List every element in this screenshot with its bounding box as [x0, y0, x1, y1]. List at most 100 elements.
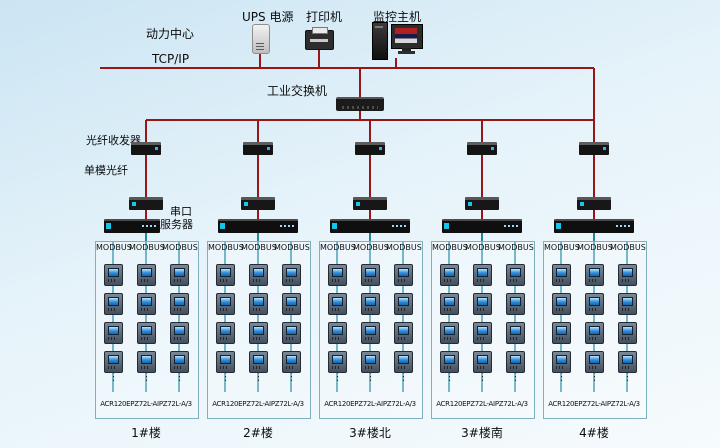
meter-icon	[137, 322, 156, 344]
meter-icon	[618, 264, 637, 286]
ups-label: UPS 电源	[242, 10, 294, 24]
fiber-transceiver-icon	[131, 142, 161, 155]
more-devices-dots: ⋮	[332, 370, 343, 383]
modbus-label: MODBUS	[465, 243, 501, 252]
serial-server-icon	[104, 219, 160, 233]
more-devices-dots: ⋮	[253, 370, 264, 383]
more-devices-dots: ⋮	[622, 370, 633, 383]
building-label: 3#楼北	[349, 426, 391, 440]
serial-server-label-line2: 服务器	[160, 218, 193, 231]
meter-icon	[137, 264, 156, 286]
single-mode-fiber-label: 单模光纤	[84, 164, 128, 177]
meter-icon	[361, 351, 380, 373]
serial-server-label-line1: 串口	[170, 205, 192, 218]
meter-icon	[170, 293, 189, 315]
meter-icon	[249, 351, 268, 373]
meter-icon	[394, 351, 413, 373]
more-devices-dots: ⋮	[398, 370, 409, 383]
meter-icon	[104, 293, 123, 315]
more-devices-dots: ⋮	[510, 370, 521, 383]
fiber-transceiver-icon	[353, 197, 387, 210]
more-devices-dots: ⋮	[365, 370, 376, 383]
computer-tower-icon	[372, 22, 388, 60]
more-devices-dots: ⋮	[174, 370, 185, 383]
meter-icon	[282, 351, 301, 373]
modbus-label: MODBUS	[498, 243, 534, 252]
meter-icon	[440, 322, 459, 344]
modbus-label: MODBUS	[274, 243, 310, 252]
monitor-screen-icon	[391, 24, 423, 49]
meter-icon	[328, 293, 347, 315]
meter-icon	[506, 351, 525, 373]
printer-icon	[305, 27, 334, 50]
tcpip-label: TCP/IP	[152, 52, 190, 66]
meter-model-label: ACR120EPZ72L-AIPZ72L-A/3	[436, 400, 528, 408]
meter-icon	[552, 351, 571, 373]
meter-icon	[282, 322, 301, 344]
meter-icon	[216, 351, 235, 373]
building-label: 4#楼	[579, 426, 609, 440]
monitor-host-label: 监控主机	[373, 10, 422, 24]
meter-icon	[282, 293, 301, 315]
meter-model-label: ACR120EPZ72L-AIPZ72L-A/3	[100, 400, 192, 408]
meter-icon	[328, 351, 347, 373]
meter-icon	[170, 264, 189, 286]
meter-icon	[618, 322, 637, 344]
industrial-switch-icon	[336, 97, 384, 111]
modbus-label: MODBUS	[241, 243, 277, 252]
meter-icon	[506, 264, 525, 286]
meter-icon	[394, 322, 413, 344]
serial-server-icon	[330, 219, 410, 233]
serial-server-label: 串口 服务器	[160, 205, 193, 231]
industrial-switch-label: 工业交换机	[267, 84, 328, 98]
monitor-host-icon	[372, 20, 424, 60]
monitor-stand	[402, 48, 411, 51]
modbus-label: MODBUS	[432, 243, 468, 252]
meter-model-label: ACR120EPZ72L-AIPZ72L-A/3	[324, 400, 416, 408]
meter-icon	[282, 264, 301, 286]
ups-icon	[252, 24, 270, 54]
meter-icon	[506, 293, 525, 315]
meter-icon	[585, 264, 604, 286]
meter-icon	[473, 322, 492, 344]
more-devices-dots: ⋮	[108, 370, 119, 383]
serial-server-icon	[442, 219, 522, 233]
building-label: 3#楼南	[461, 426, 503, 440]
meter-icon	[618, 351, 637, 373]
building-label: 2#楼	[243, 426, 273, 440]
modbus-label: MODBUS	[610, 243, 646, 252]
meter-icon	[170, 351, 189, 373]
meter-icon	[104, 264, 123, 286]
meter-icon	[328, 322, 347, 344]
fiber-transceiver-label: 光纤收发器	[86, 134, 141, 147]
more-devices-dots: ⋮	[556, 370, 567, 383]
more-devices-dots: ⋮	[589, 370, 600, 383]
meter-model-label: ACR120EPZ72L-AIPZ72L-A/3	[212, 400, 304, 408]
modbus-label: MODBUS	[544, 243, 580, 252]
meter-icon	[104, 322, 123, 344]
meter-icon	[506, 322, 525, 344]
meter-icon	[394, 293, 413, 315]
power-center-label: 动力中心	[146, 27, 195, 41]
modbus-label: MODBUS	[577, 243, 613, 252]
serial-server-icon	[554, 219, 634, 233]
meter-icon	[552, 322, 571, 344]
meter-icon	[170, 322, 189, 344]
monitor-base	[398, 51, 415, 54]
fiber-transceiver-icon	[579, 142, 609, 155]
fiber-transceiver-icon	[241, 197, 275, 210]
modbus-label: MODBUS	[162, 243, 198, 252]
meter-icon	[137, 351, 156, 373]
building-label: 1#楼	[131, 426, 161, 440]
modbus-label: MODBUS	[96, 243, 132, 252]
more-devices-dots: ⋮	[220, 370, 231, 383]
meter-icon	[473, 293, 492, 315]
meter-icon	[585, 351, 604, 373]
meter-icon	[249, 322, 268, 344]
modbus-label: MODBUS	[353, 243, 389, 252]
fiber-transceiver-icon	[577, 197, 611, 210]
meter-icon	[249, 293, 268, 315]
more-devices-dots: ⋮	[444, 370, 455, 383]
fiber-transceiver-icon	[465, 197, 499, 210]
